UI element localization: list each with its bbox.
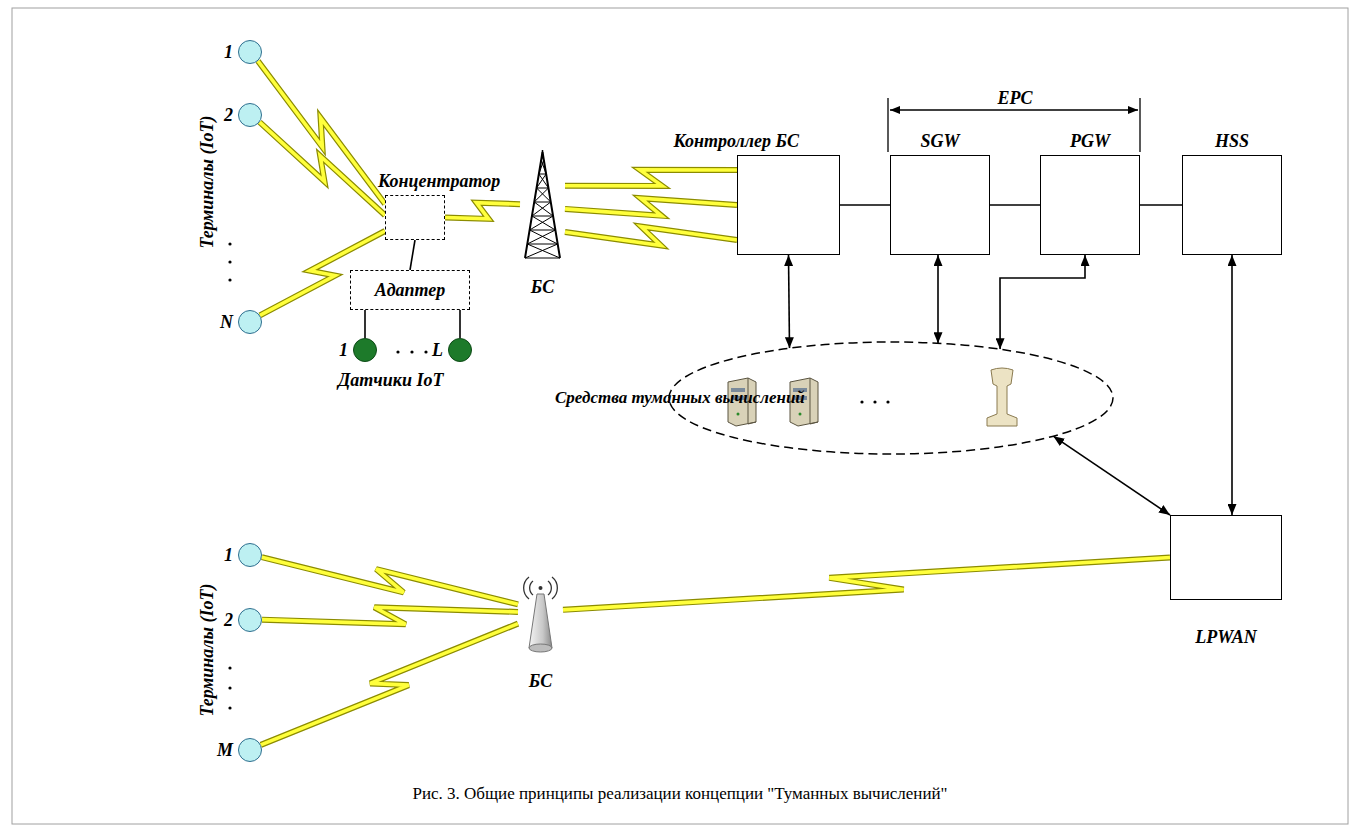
connector [1053, 436, 1170, 515]
dashed-box: Концентратор [385, 195, 445, 240]
group-label: Терминалы (IoT) [197, 116, 218, 249]
dashed-box: Адаптер [350, 270, 470, 310]
epc-tick [887, 98, 888, 152]
connector [460, 310, 461, 338]
base-station-tower: БС [520, 150, 565, 298]
connector-line [937, 255, 939, 343]
node-label: 2 [224, 105, 233, 126]
bolt-fill [260, 122, 385, 215]
terminal-circle: M [238, 738, 262, 762]
bolt-outline [565, 198, 737, 216]
bolt-fill [261, 624, 518, 745]
node-label: L [432, 340, 443, 361]
radio-link [565, 227, 737, 246]
node-label: LPWAN [1195, 627, 1257, 648]
terminal-circle: 1 [238, 40, 262, 64]
connector [938, 255, 939, 343]
bolt-outline [261, 624, 518, 745]
node-label: 1 [224, 42, 233, 63]
node-label: N [220, 312, 233, 333]
bolt-fill [262, 607, 518, 624]
figure-caption: Рис. 3. Общие принципы реализации концеп… [412, 784, 947, 804]
bolt-outline [262, 557, 518, 604]
bolt-fill [565, 170, 737, 186]
connector-line [990, 204, 1040, 206]
radio-link [565, 198, 737, 216]
node-label: 2 [224, 610, 233, 631]
connector [1140, 205, 1182, 206]
connector [365, 310, 366, 338]
connector-line [459, 310, 461, 338]
page-frame [12, 8, 1348, 824]
terminal-circle: 2 [238, 103, 262, 127]
bolt-outline [262, 607, 518, 624]
connector-line [1140, 204, 1182, 206]
process-box: LPWAN [1170, 515, 1282, 600]
sensor-circle: 1 [353, 338, 377, 362]
connector-line [364, 310, 366, 338]
bolt-fill [445, 203, 520, 219]
node-label: БС [529, 671, 552, 692]
connector-line [1231, 255, 1233, 515]
connector [990, 205, 1040, 206]
node-label: M [217, 740, 233, 761]
connector-line [1000, 255, 1085, 349]
node-label: Средства туманных вычислений [555, 388, 663, 408]
node-label: Контроллер БС [674, 131, 799, 152]
process-box: PGW [1040, 155, 1140, 255]
radio-link [262, 607, 518, 624]
bolt-outline [445, 203, 520, 219]
radio-link [565, 170, 737, 186]
connector-line [1053, 436, 1170, 515]
base-station-antenna: БС [518, 568, 563, 692]
node-label: 1 [339, 340, 348, 361]
process-box: HSS [1182, 155, 1282, 255]
bolt-fill [565, 198, 737, 216]
epc-bracket [890, 109, 1138, 110]
bolt-outline [260, 122, 385, 215]
node-label: БС [531, 277, 554, 298]
group-label: Терминалы (IoT) [197, 584, 218, 717]
radio-link [445, 203, 520, 219]
sensor-circle: L [448, 338, 472, 362]
terminal-circle: 1 [238, 543, 262, 567]
node-label: PGW [1070, 131, 1110, 152]
connector [1000, 255, 1085, 349]
tower-symbol [520, 150, 565, 262]
ellipsis-dots [228, 242, 427, 709]
radio-link [262, 557, 518, 604]
node-label: Концентратор [378, 171, 500, 192]
part-label: Датчики IoT [338, 370, 443, 391]
connector-line [789, 255, 790, 348]
connector-line [410, 240, 415, 270]
radio-link [261, 624, 518, 745]
bolt-fill [262, 557, 518, 604]
bolt-fill [563, 558, 1170, 610]
node-label: 1 [224, 545, 233, 566]
connector-line [840, 204, 890, 206]
part-label: EPC [997, 88, 1032, 109]
node-label: HSS [1215, 131, 1249, 152]
radio-link [260, 122, 385, 215]
bolt-outline [563, 558, 1170, 610]
connector [789, 255, 790, 348]
node-label: Адаптер [375, 280, 446, 301]
connector [1232, 255, 1233, 515]
bolt-outline [565, 227, 737, 246]
fog-computing-region: Средства туманных вычислений [555, 340, 1115, 456]
bolt-fill [565, 227, 737, 246]
node-label: SGW [920, 131, 959, 152]
process-box: Контроллер БС [737, 155, 840, 255]
terminal-circle: 2 [238, 608, 262, 632]
epc-tick [1139, 98, 1140, 152]
terminal-circle: N [238, 310, 262, 334]
connector [840, 205, 890, 206]
bolt-outline [565, 170, 737, 186]
connector [410, 240, 415, 270]
antenna-symbol [518, 568, 563, 658]
radio-link [563, 558, 1170, 610]
process-box: SGW [890, 155, 990, 255]
